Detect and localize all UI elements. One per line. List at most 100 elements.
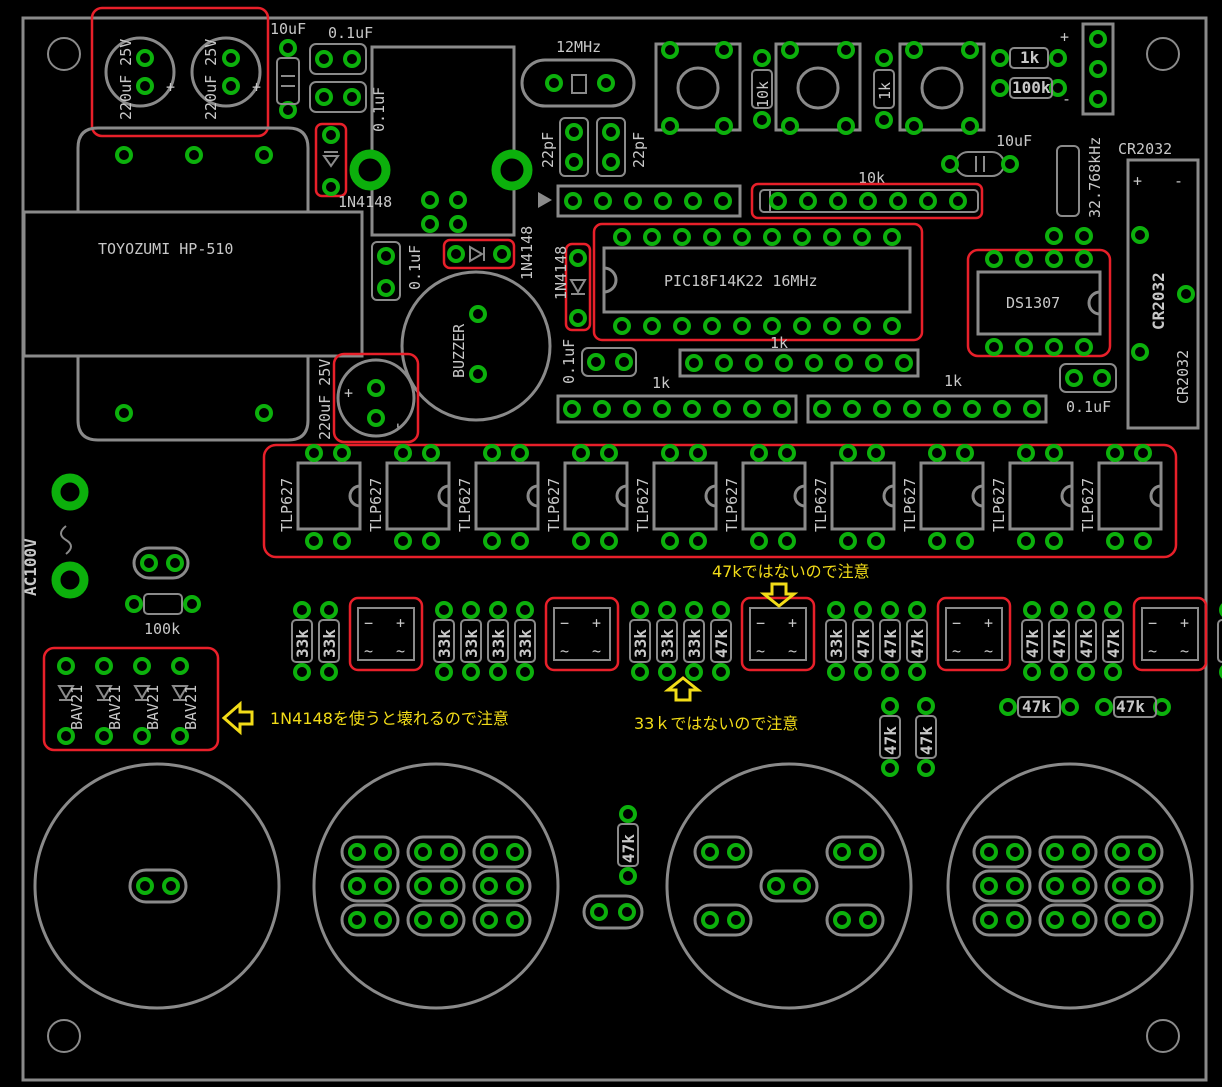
pad — [320, 663, 338, 681]
pad — [956, 444, 974, 462]
cap-22pf-label: 22pF — [630, 132, 648, 168]
pad — [673, 317, 691, 335]
pad — [1046, 911, 1064, 929]
battery-label: CR2032 — [1149, 272, 1168, 330]
minus-label: − — [560, 614, 569, 632]
cap-01uf-label: 0.1uF — [370, 87, 388, 132]
pad — [778, 444, 796, 462]
pad — [933, 400, 951, 418]
pad — [703, 317, 721, 335]
pad — [827, 601, 845, 619]
resistor-label: 33k — [293, 629, 312, 658]
pad — [394, 444, 412, 462]
ac-tilde-label: ~ — [1148, 642, 1157, 660]
pad — [631, 601, 649, 619]
pad — [715, 354, 733, 372]
pad — [793, 877, 811, 895]
optocoupler-label: TLP627 — [1079, 478, 1097, 532]
diode-label: BAV21 — [106, 685, 124, 730]
pad — [854, 601, 872, 619]
pad — [685, 601, 703, 619]
resistor-label: 47k — [1219, 629, 1222, 658]
pad — [908, 663, 926, 681]
minus-label: - — [1062, 90, 1071, 108]
resistor-label: 33k — [462, 629, 481, 658]
pad — [1046, 877, 1064, 895]
pad — [853, 228, 871, 246]
pad — [839, 532, 857, 550]
pad — [133, 727, 151, 745]
minus-label: − — [952, 614, 961, 632]
pad — [1138, 911, 1156, 929]
pad — [1023, 400, 1041, 418]
ac-tilde-label: ~ — [396, 642, 405, 660]
pad — [623, 400, 641, 418]
rnet-1k-label: 1k — [652, 374, 670, 392]
pad — [763, 317, 781, 335]
cap-01uf-label: 0.1uF — [328, 24, 373, 42]
ac-input-label: AC100V — [21, 538, 40, 596]
pad — [733, 228, 751, 246]
res-10k-label: 10k — [754, 81, 772, 108]
pad — [435, 663, 453, 681]
pad — [613, 228, 631, 246]
pad — [613, 317, 631, 335]
ac-tilde-label: ~ — [952, 642, 961, 660]
pad — [980, 843, 998, 861]
plus-label: + — [1180, 614, 1189, 632]
pad — [928, 532, 946, 550]
pad — [333, 532, 351, 550]
res-100k-label: 100k — [1012, 78, 1051, 97]
pad — [903, 400, 921, 418]
arrow-left-icon — [221, 700, 254, 736]
resistor-label: 33k — [827, 629, 846, 658]
pad — [805, 354, 823, 372]
pad — [843, 400, 861, 418]
pad — [95, 727, 113, 745]
pad — [572, 532, 590, 550]
pad — [993, 400, 1011, 418]
plus-label: + — [344, 384, 353, 402]
plus-label: + — [166, 78, 175, 96]
pad — [712, 663, 730, 681]
resistor-label: 47k — [854, 629, 873, 658]
pad — [374, 911, 392, 929]
pad — [462, 663, 480, 681]
pad — [1045, 532, 1063, 550]
diode-label: 1N4148 — [552, 246, 570, 300]
pad — [658, 601, 676, 619]
pad — [859, 911, 877, 929]
mount-hole — [47, 37, 81, 71]
pad — [1017, 444, 1035, 462]
pad — [1077, 601, 1095, 619]
pad — [713, 400, 731, 418]
pad — [516, 663, 534, 681]
resistor-label: 33k — [658, 629, 677, 658]
crystal-label: 32.768kHz — [1086, 137, 1104, 218]
resistor-label: 47k — [1023, 629, 1042, 658]
pad — [572, 444, 590, 462]
ac-tilde-label: ~ — [1180, 642, 1189, 660]
pad — [835, 354, 853, 372]
optocoupler-label: TLP627 — [812, 478, 830, 532]
battery-label: CR2032 — [1174, 350, 1192, 404]
resistor-label: 47k — [881, 629, 900, 658]
highlight-box — [90, 6, 270, 138]
plus-label: + — [984, 614, 993, 632]
optocoupler-label: TLP627 — [901, 478, 919, 532]
pad — [653, 400, 671, 418]
pad — [171, 657, 189, 675]
pad — [440, 911, 458, 929]
pad — [823, 317, 841, 335]
pad — [928, 444, 946, 462]
pad — [643, 317, 661, 335]
rnet-1k-label: 1k — [770, 334, 788, 352]
pad — [881, 601, 899, 619]
pad — [793, 317, 811, 335]
cap-220uf-label: 220uF 25V — [117, 39, 135, 120]
pad — [414, 877, 432, 895]
minus-label: - — [388, 421, 406, 430]
optocoupler-label: TLP627 — [723, 478, 741, 532]
arrow-down-icon — [759, 582, 799, 608]
